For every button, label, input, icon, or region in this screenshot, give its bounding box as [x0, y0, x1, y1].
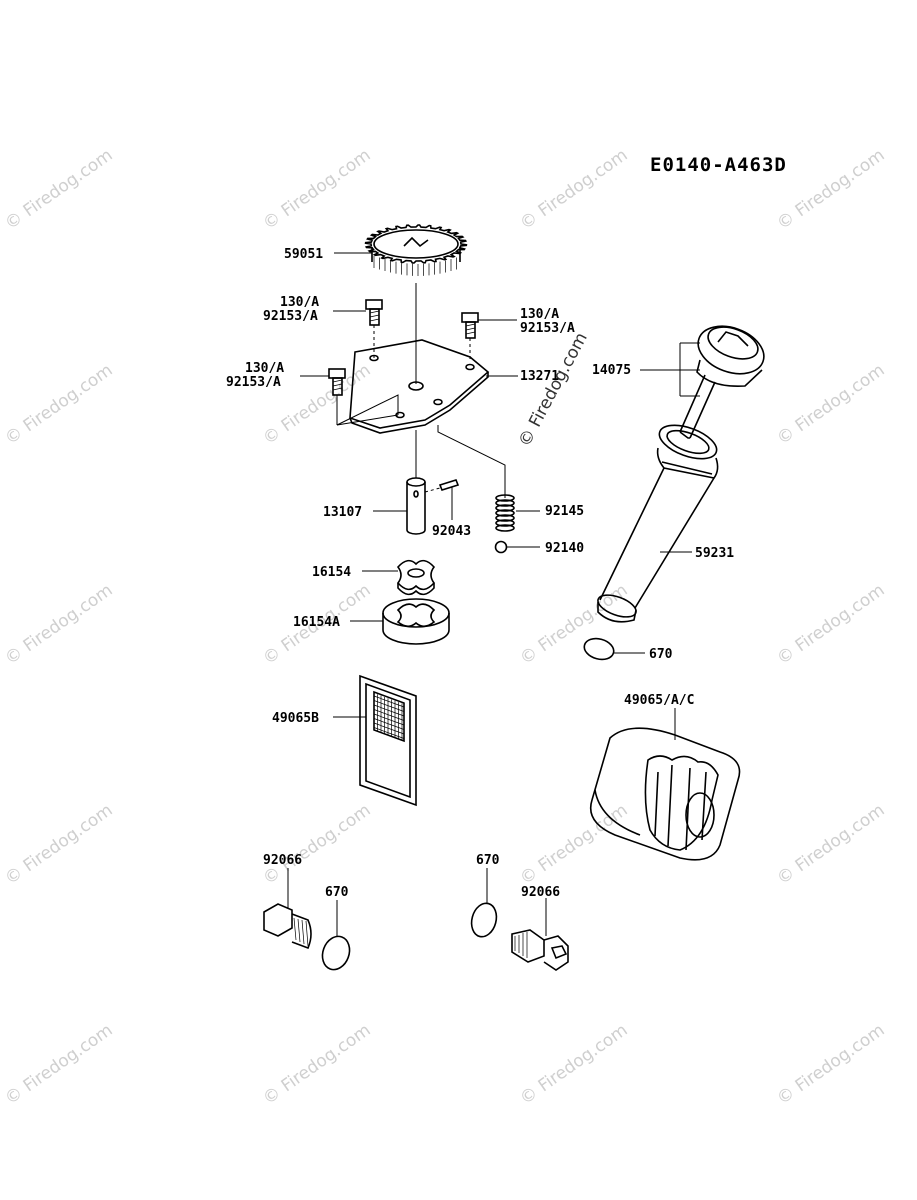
- pin-part: [424, 479, 460, 520]
- label-oring-left: 670: [325, 885, 349, 900]
- label-inner-rotor: 16154: [312, 565, 351, 580]
- bolt-mid-left: [328, 368, 346, 425]
- diagram-code: E0140-A463D: [650, 154, 787, 176]
- label-plug-left: 92066: [263, 853, 302, 868]
- tube-part: [597, 424, 719, 623]
- label-oring-right: 670: [476, 853, 500, 868]
- watermark: © Firedog.com: [773, 1020, 888, 1109]
- watermark: © Firedog.com: [773, 580, 888, 669]
- dipstick-part: [679, 325, 765, 439]
- label-shaft: 13107: [323, 505, 362, 520]
- watermark: © Firedog.com: [259, 145, 374, 234]
- label-strainer: 49065B: [272, 711, 319, 726]
- label-bolt-top-left-a: 130/A: [280, 295, 319, 310]
- watermark-layer: © Firedog.com © Firedog.com © Firedog.co…: [1, 145, 888, 1109]
- shaft-part: [406, 430, 426, 535]
- watermark: © Firedog.com: [516, 1020, 631, 1109]
- watermark: © Firedog.com: [259, 1020, 374, 1109]
- oring-left-part: [321, 935, 351, 971]
- watermark: © Firedog.com: [1, 145, 116, 234]
- oring-right-part: [470, 902, 498, 938]
- watermark: © Firedog.com: [773, 145, 888, 234]
- label-tube-oring: 670: [649, 647, 673, 662]
- watermark: © Firedog.com: [259, 800, 374, 889]
- spring-part: [495, 494, 515, 532]
- inner-rotor-part: [396, 559, 436, 596]
- label-ball: 92140: [545, 541, 584, 556]
- label-bolt-top-right-b: 92153/A: [520, 321, 575, 336]
- label-dipstick: 14075: [592, 363, 631, 378]
- label-plate: 13271: [520, 369, 559, 384]
- label-filter: 49065/A/C: [624, 693, 694, 708]
- plate-part: [336, 339, 506, 498]
- label-spring: 92145: [545, 504, 584, 519]
- label-gear: 59051: [284, 247, 323, 262]
- watermark: © Firedog.com: [773, 360, 888, 449]
- label-bolt-top-left-b: 92153/A: [263, 309, 318, 324]
- label-pin: 92043: [432, 524, 471, 539]
- label-bolt-mid-left-a: 130/A: [245, 361, 284, 376]
- watermark: © Firedog.com: [516, 145, 631, 234]
- watermark: © Firedog.com: [1, 800, 116, 889]
- gear-part: [364, 224, 468, 384]
- watermark: © Firedog.com: [1, 1020, 116, 1109]
- watermark: © Firedog.com: [1, 580, 116, 669]
- label-tube: 59231: [695, 546, 734, 561]
- label-outer-rotor: 16154A: [293, 615, 340, 630]
- label-bolt-mid-left-b: 92153/A: [226, 375, 281, 390]
- watermark: © Firedog.com: [1, 360, 116, 449]
- label-plug-right: 92066: [521, 885, 560, 900]
- watermark: © Firedog.com: [516, 580, 631, 669]
- watermark: © Firedog.com: [773, 800, 888, 889]
- bolt-top-left: [365, 299, 383, 358]
- watermark-center: © Firedog.com: [515, 329, 592, 450]
- tube-oring-part: [583, 637, 615, 661]
- drain-plug-left-part: [263, 903, 312, 950]
- oil-filter-part: [590, 727, 741, 861]
- strainer-part: [359, 674, 417, 807]
- watermark: © Firedog.com: [516, 800, 631, 889]
- outer-rotor-part: [382, 598, 450, 645]
- ball-part: [494, 540, 508, 554]
- drain-plug-right-part: [511, 929, 569, 971]
- label-bolt-top-right-a: 130/A: [520, 307, 559, 322]
